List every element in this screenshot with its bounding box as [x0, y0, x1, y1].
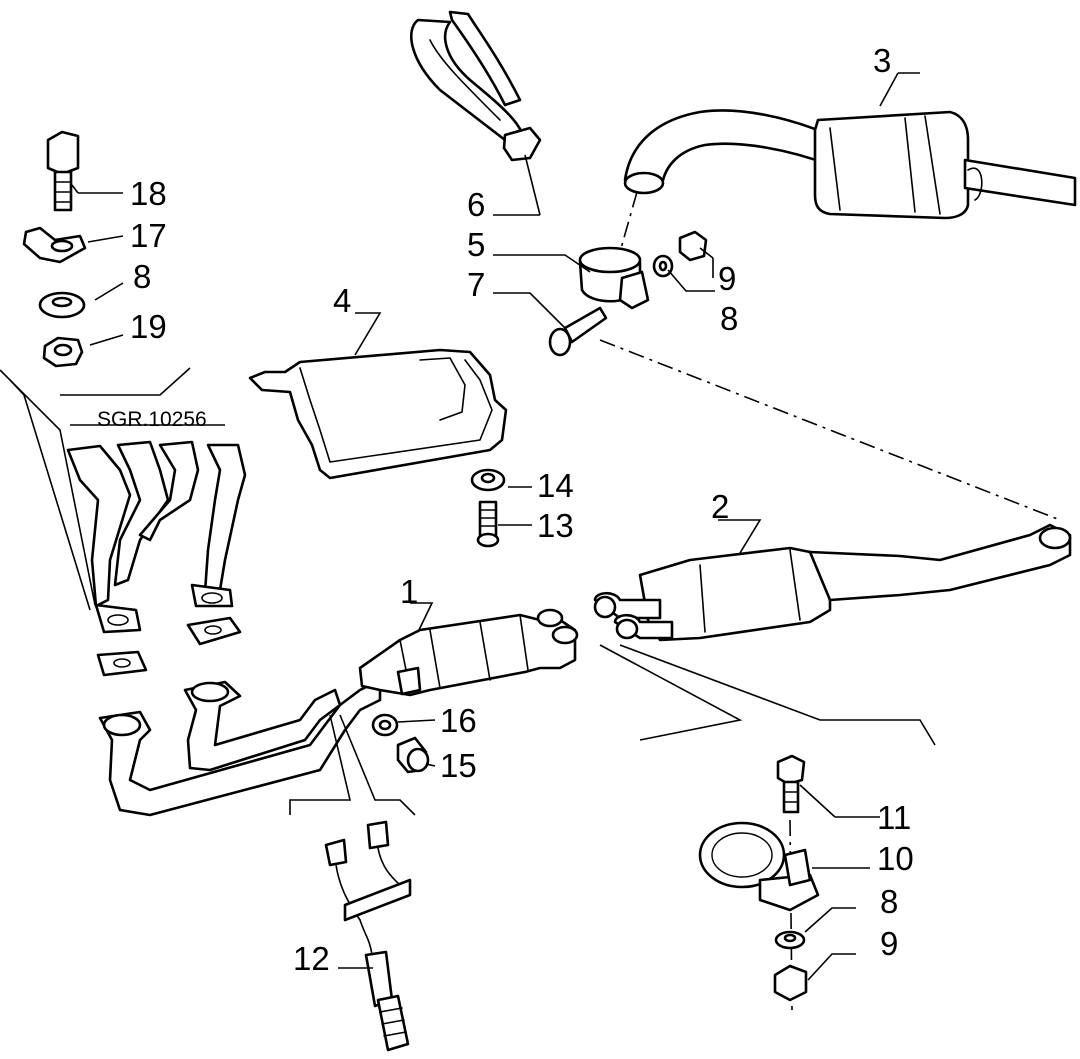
callout-19: 19 — [130, 308, 167, 345]
callout-14: 14 — [537, 467, 574, 504]
part-11-bolt — [776, 754, 806, 814]
callout-17: 17 — [130, 217, 167, 254]
callout-18: 18 — [130, 175, 167, 212]
callout-5: 5 — [467, 226, 485, 263]
callout-1: 1 — [400, 573, 418, 610]
part-3-rear-silencer — [623, 109, 1077, 220]
callout-10: 10 — [877, 840, 914, 877]
part-5-clamp — [578, 246, 650, 310]
part-18-bolt — [46, 130, 80, 212]
part-1-front-pipe-catalyst — [98, 608, 579, 817]
callout-3: 3 — [873, 42, 891, 79]
part-13-stud — [476, 500, 500, 548]
part-10-clamp — [698, 821, 820, 912]
part-14-washer — [470, 468, 506, 492]
callout-4: 4 — [333, 282, 351, 319]
callout-15: 15 — [440, 747, 477, 784]
part-4-heat-shield — [248, 348, 508, 480]
part-2-intermediate-silencer — [593, 523, 1072, 642]
callout-numbers: 3 2 6 5 7 8 9 4 14 13 18 17 8 19 1 16 15… — [130, 42, 914, 977]
exhaust-manifold — [66, 440, 247, 634]
manifold-gaskets — [96, 616, 242, 677]
part-12-lambda-sensor — [324, 820, 412, 1052]
part-17-spring-plate — [22, 226, 87, 264]
part-8-washer-top — [652, 254, 674, 278]
callout-2: 2 — [711, 488, 729, 525]
leader-lines — [70, 72, 920, 981]
callout-11: 11 — [877, 799, 911, 836]
callout-6: 6 — [467, 186, 485, 223]
callout-7: 7 — [467, 266, 485, 303]
callout-8-bottom: 8 — [880, 883, 898, 920]
part-9-nut-bottom — [773, 964, 808, 1002]
part-6-strap-hanger — [410, 10, 542, 162]
part-8-washer-left — [38, 291, 86, 319]
callout-9-bottom: 9 — [880, 925, 898, 962]
callout-8-left: 8 — [133, 258, 151, 295]
callout-8-top: 8 — [720, 300, 738, 337]
part-9-nut-top — [678, 230, 708, 262]
callout-9-top: 9 — [718, 260, 736, 297]
part-16-washer — [371, 713, 399, 737]
part-19-nut — [42, 336, 84, 368]
detail-frame-lines — [0, 367, 936, 816]
callout-16: 16 — [440, 702, 477, 739]
part-7-bolt — [548, 306, 608, 357]
drawing-code: SGR.10256 — [97, 408, 207, 431]
part-15-plug — [396, 736, 430, 774]
callout-12: 12 — [293, 940, 330, 977]
part-8-washer-bottom — [774, 930, 806, 950]
callout-13: 13 — [537, 507, 574, 544]
